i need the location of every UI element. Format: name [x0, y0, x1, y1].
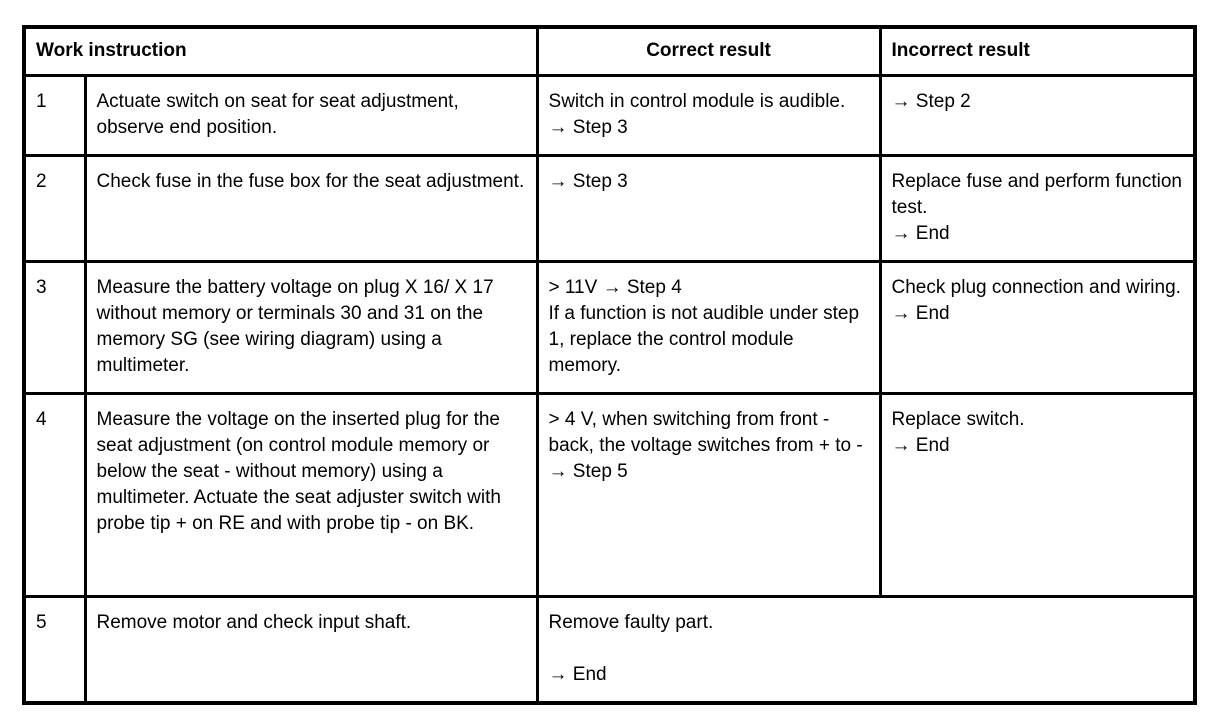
instruction-cell: Measure the voltage on the inserted plug…: [83, 391, 539, 598]
header-incorrect-result: Incorrect result: [878, 25, 1197, 77]
correct-result-cell: → Step 3: [535, 153, 882, 263]
table-row: 3 Measure the battery voltage on plug X …: [22, 259, 1197, 395]
table-row: 1 Actuate switch on seat for seat adjust…: [22, 73, 1197, 157]
correct-result-cell: > 11V → Step 4 If a function is not audi…: [535, 259, 882, 395]
incorrect-result-cell: Replace fuse and perform function test. …: [878, 153, 1197, 263]
merged-result-cell: Remove faulty part. → End: [535, 594, 1197, 705]
step-number: 4: [22, 391, 87, 598]
incorrect-result-cell: Replace switch. → End: [878, 391, 1197, 598]
table-header-row: Work instruction Correct result Incorrec…: [22, 25, 1197, 77]
header-work-instruction: Work instruction: [22, 25, 539, 77]
instruction-cell: Remove motor and check input shaft.: [83, 594, 539, 705]
incorrect-result-cell: → Step 2: [878, 73, 1197, 157]
step-number: 2: [22, 153, 87, 263]
incorrect-result-cell: Check plug connection and wiring. → End: [878, 259, 1197, 395]
correct-result-cell: > 4 V, when switching from front - back,…: [535, 391, 882, 598]
correct-result-cell: Switch in control module is audible. → S…: [535, 73, 882, 157]
table-row: 4 Measure the voltage on the inserted pl…: [22, 391, 1197, 598]
work-instruction-table: Work instruction Correct result Incorrec…: [22, 25, 1198, 705]
instruction-cell: Actuate switch on seat for seat adjustme…: [83, 73, 539, 157]
step-number: 1: [22, 73, 87, 157]
header-correct-result: Correct result: [535, 25, 882, 77]
step-number: 5: [22, 594, 87, 705]
table-row: 5 Remove motor and check input shaft. Re…: [22, 594, 1197, 705]
instruction-cell: Measure the battery voltage on plug X 16…: [83, 259, 539, 395]
step-number: 3: [22, 259, 87, 395]
table-row: 2 Check fuse in the fuse box for the sea…: [22, 153, 1197, 263]
instruction-cell: Check fuse in the fuse box for the seat …: [83, 153, 539, 263]
